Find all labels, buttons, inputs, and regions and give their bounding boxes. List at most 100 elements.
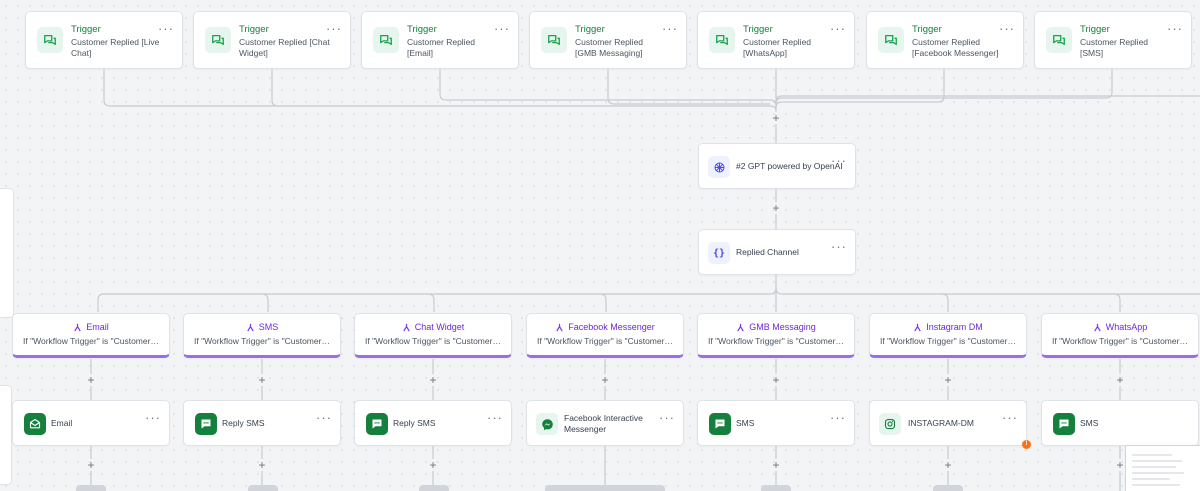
replied-channel-node[interactable]: {} Replied Channel ··· [698,229,856,275]
next-node-stub[interactable] [933,485,963,491]
trigger-node-facebook[interactable]: Trigger Customer Replied [Facebook Messe… [866,11,1024,69]
add-step-plus-icon[interactable]: + [772,458,780,472]
braces-icon: {} [708,242,730,264]
add-step-plus-icon[interactable]: + [258,458,266,472]
add-step-plus-icon[interactable]: + [429,373,437,387]
next-node-stub[interactable] [76,485,106,491]
more-options-icon[interactable]: ··· [830,21,846,36]
more-options-icon[interactable]: ··· [999,21,1015,36]
warning-badge[interactable]: ! [1022,440,1031,449]
trigger-node-chat-widget[interactable]: Trigger Customer Replied [Chat Widget] ·… [193,11,351,69]
trigger-title: Trigger [743,24,773,35]
next-node-stub[interactable] [545,485,665,491]
connector-bus-left [97,287,777,312]
branch-title: Email [86,322,109,332]
sms-icon [1053,413,1075,435]
branch-fork-icon [914,323,921,331]
trigger-title: Trigger [407,24,437,35]
action-node-sms-gmb[interactable]: SMS ··· [697,400,855,446]
more-options-icon[interactable]: ··· [831,239,847,254]
add-step-plus-icon[interactable]: + [1116,458,1124,472]
chat-bubbles-icon [709,27,735,53]
more-options-icon[interactable]: ··· [158,21,174,36]
branch-fork-icon [737,323,744,331]
branch-condition: If "Workflow Trigger" is "Customer Repli… [880,336,1016,346]
minimap-row [1132,460,1182,462]
more-options-icon[interactable]: ··· [316,410,332,425]
branch-condition: If "Workflow Trigger" is "Customer Repli… [1052,336,1188,346]
action-node-facebook-messenger[interactable]: Facebook Interactive Messenger ··· [526,400,684,446]
instagram-icon [879,413,901,435]
trigger-description: Customer Replied [Chat Widget] [239,37,330,58]
trigger-node-sms[interactable]: Trigger Customer Replied [SMS] ··· [1034,11,1192,69]
action-label: INSTAGRAM-DM [908,418,974,428]
add-step-plus-icon[interactable]: + [429,458,437,472]
connector-branch-7 [1113,293,1121,312]
trigger-description: Customer Replied [Facebook Messenger] [912,37,999,58]
branch-node-facebook-messenger[interactable]: Facebook Messenger If "Workflow Trigger"… [526,313,684,358]
add-step-plus-icon[interactable]: + [87,458,95,472]
more-options-icon[interactable]: ··· [659,410,675,425]
more-options-icon[interactable]: ··· [1167,21,1183,36]
connector-trigger-6 [775,68,945,109]
more-options-icon[interactable]: ··· [662,21,678,36]
connector-branch-2 [261,293,269,312]
action-node-sms-whatsapp[interactable]: SMS [1041,400,1199,446]
zoom-toolbar[interactable]: › [0,385,12,485]
trigger-node-gmb[interactable]: Trigger Customer Replied [GMB Messaging]… [529,11,687,69]
action-node-reply-sms-2[interactable]: Reply SMS ··· [354,400,512,446]
more-options-icon[interactable]: ··· [145,410,161,425]
add-step-plus-icon[interactable]: + [772,201,780,215]
trigger-node-email[interactable]: Trigger Customer Replied [Email] ··· [361,11,519,69]
add-step-plus-icon[interactable]: + [944,373,952,387]
action-label: Reply SMS [222,418,265,428]
more-options-icon[interactable]: ··· [1002,410,1018,425]
branch-node-email[interactable]: Email If "Workflow Trigger" is "Customer… [12,313,170,358]
branch-condition: If "Workflow Trigger" is "Customer Repli… [23,336,159,346]
add-step-plus-icon[interactable]: + [258,373,266,387]
add-step-plus-icon[interactable]: + [601,373,609,387]
gpt-openai-node[interactable]: #2 GPT powered by OpenAI ··· [698,143,856,189]
trigger-title: Trigger [912,24,942,35]
branch-condition: If "Workflow Trigger" is "Customer Repli… [708,336,844,346]
connector-offscreen [775,95,1200,103]
trigger-title: Trigger [1080,24,1110,35]
sms-icon [195,413,217,435]
chat-bubbles-icon [37,27,63,53]
branch-node-whatsapp[interactable]: WhatsApp If "Workflow Trigger" is "Custo… [1041,313,1199,358]
add-step-plus-icon[interactable]: + [1116,373,1124,387]
trigger-description: Customer Replied [GMB Messaging] [575,37,644,58]
trigger-description: Customer Replied [WhatsApp] [743,37,812,58]
minimap[interactable] [1125,445,1200,491]
trigger-node-whatsapp[interactable]: Trigger Customer Replied [WhatsApp] ··· [697,11,855,69]
branch-condition: If "Workflow Trigger" is "Customer Repli… [537,336,673,346]
branch-node-sms[interactable]: SMS If "Workflow Trigger" is "Customer R… [183,313,341,358]
canvas-toolbar[interactable]: › › › [0,188,14,318]
trigger-node-live-chat[interactable]: Trigger Customer Replied [Live Chat] ··· [25,11,183,69]
more-options-icon[interactable]: ··· [830,410,846,425]
next-node-stub[interactable] [248,485,278,491]
branch-node-instagram-dm[interactable]: Instagram DM If "Workflow Trigger" is "C… [869,313,1027,358]
more-options-icon[interactable]: ··· [831,153,847,168]
add-step-plus-icon[interactable]: + [772,111,780,125]
action-node-reply-sms-1[interactable]: Reply SMS ··· [183,400,341,446]
more-options-icon[interactable]: ··· [494,21,510,36]
add-step-plus-icon[interactable]: + [772,373,780,387]
more-options-icon[interactable]: ··· [487,410,503,425]
branch-condition: If "Workflow Trigger" is "Customer Repli… [365,336,501,346]
next-node-stub[interactable] [419,485,449,491]
next-node-stub[interactable] [761,485,791,491]
chat-bubbles-icon [205,27,231,53]
connector-branch-3 [427,293,435,312]
add-step-plus-icon[interactable]: + [944,458,952,472]
more-options-icon[interactable]: ··· [326,21,342,36]
add-step-plus-icon[interactable]: + [87,373,95,387]
branch-node-chat-widget[interactable]: Chat Widget If "Workflow Trigger" is "Cu… [354,313,512,358]
action-node-instagram-dm[interactable]: INSTAGRAM-DM ··· [869,400,1027,446]
action-label: SMS [1080,418,1099,428]
branch-fork-icon [402,323,410,331]
action-node-email[interactable]: Email ··· [12,400,170,446]
branch-node-gmb-messaging[interactable]: GMB Messaging If "Workflow Trigger" is "… [697,313,855,358]
minimap-row [1132,472,1184,474]
